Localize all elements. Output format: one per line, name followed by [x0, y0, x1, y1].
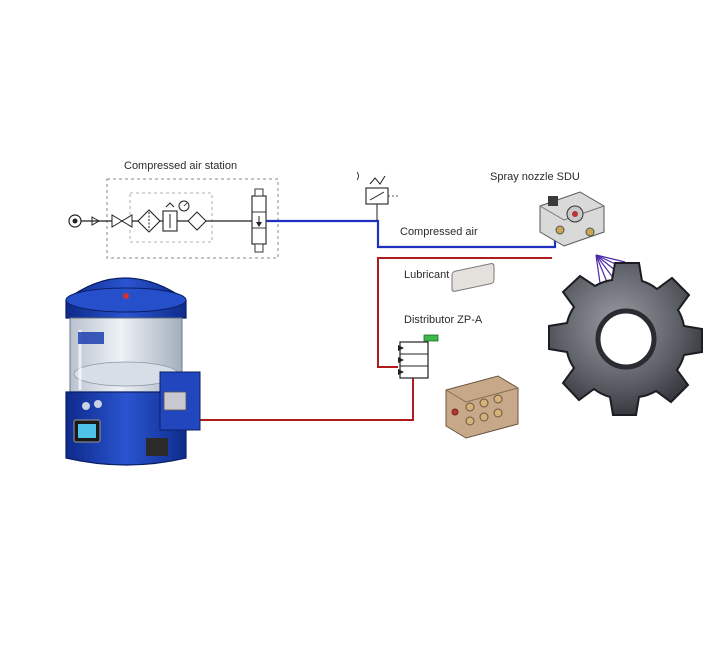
label-spray-nozzle: Spray nozzle SDU	[490, 171, 580, 183]
lubricator-icon	[187, 211, 207, 231]
regulator-icon	[162, 200, 190, 232]
filter-icon	[137, 209, 161, 233]
compressed-air-line	[266, 219, 557, 249]
label-distributor: Distributor ZP-A	[404, 314, 483, 326]
label-compressed-air-station: Compressed air station	[124, 160, 238, 172]
pump-unit-icon	[65, 277, 201, 466]
pressure-switch-icon	[356, 171, 398, 221]
label-compressed-air: Compressed air	[400, 226, 478, 238]
shutoff-valve-icon	[111, 214, 133, 228]
air-station-boundary	[106, 178, 279, 259]
label-lubricant: Lubricant	[404, 269, 450, 281]
spray-nozzle-icon	[539, 191, 605, 247]
gear-icon	[548, 262, 703, 416]
distributor-icon	[398, 334, 439, 379]
lubricant-line-from-pump	[183, 378, 414, 421]
solenoid-valve-icon	[251, 188, 267, 253]
lubricant-line-to-distributor	[377, 257, 552, 368]
distributor-photo	[445, 263, 519, 439]
